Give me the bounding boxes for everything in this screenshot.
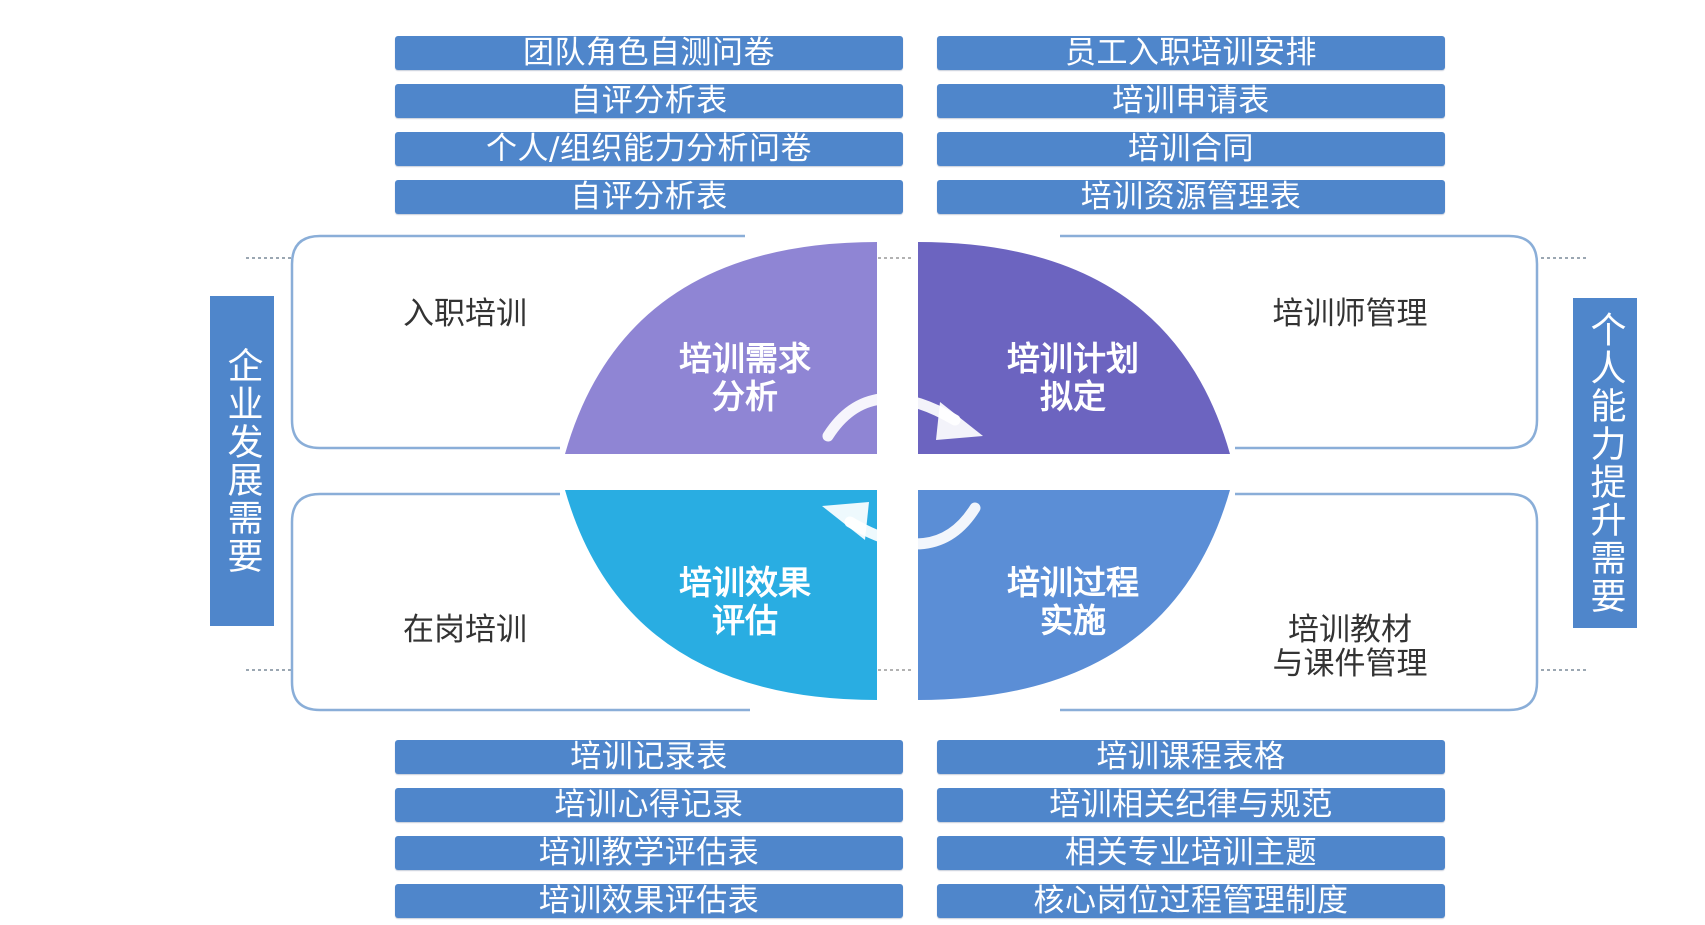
bottom-left-item-3: 培训教学评估表 — [395, 836, 903, 870]
quadrant-bottom-left-line2: 评估 — [712, 601, 778, 640]
bottom-left-item-2: 培训心得记录 — [395, 788, 903, 822]
bottom-right-item-4: 核心岗位过程管理制度 — [937, 884, 1445, 918]
quadrant-top-right — [918, 242, 1230, 454]
quadrant-top-left-line2: 分析 — [712, 377, 778, 416]
top-left-item-3: 个人/组织能力分析问卷 — [395, 132, 903, 166]
outer-label-bottom-right-line1: 培训教材 — [1288, 612, 1412, 648]
left-side-label: 企业发展需要 — [221, 347, 263, 575]
left-side-bar: 企业发展需要 — [210, 296, 274, 626]
outer-box-bottom-right — [1060, 492, 1539, 712]
quadrant-top-left-line1: 培训需求 — [679, 339, 811, 378]
quadrant-top-right-line1: 培训计划 — [1007, 339, 1139, 378]
outer-label-bottom-right-line2: 与课件管理 — [1272, 646, 1428, 682]
quadrant-top-left — [565, 242, 877, 454]
quadrant-bottom-right-line1: 培训过程 — [1007, 563, 1139, 602]
outer-box-top-right — [1060, 234, 1539, 450]
top-right-item-2: 培训申请表 — [937, 84, 1445, 118]
quadrant-bottom-right — [918, 490, 1230, 700]
left-connector — [246, 257, 292, 671]
top-right-item-3: 培训合同 — [937, 132, 1445, 166]
quadrant-bottom-right-line2: 实施 — [1040, 601, 1106, 640]
bottom-right-item-3: 相关专业培训主题 — [937, 836, 1445, 870]
top-right-item-1: 员工入职培训安排 — [937, 36, 1445, 70]
top-left-item-1: 团队角色自测问卷 — [395, 36, 903, 70]
quadrant-bottom-left — [565, 490, 877, 700]
right-side-label: 个人能力提升需要 — [1584, 311, 1626, 615]
quadrant-bottom-left-line1: 培训效果 — [679, 563, 811, 602]
top-left-item-2: 自评分析表 — [395, 84, 903, 118]
bottom-right-item-2: 培训相关纪律与规范 — [937, 788, 1445, 822]
right-connector — [1541, 257, 1589, 671]
bottom-left-item-1: 培训记录表 — [395, 740, 903, 774]
outer-box-bottom-left — [290, 492, 750, 712]
outer-label-bottom-left: 在岗培训 — [403, 612, 527, 648]
bottom-left-item-4: 培训效果评估表 — [395, 884, 903, 918]
bottom-right-item-1: 培训课程表格 — [937, 740, 1445, 774]
quadrant-top-right-line2: 拟定 — [1040, 377, 1106, 416]
outer-label-top-right: 培训师管理 — [1272, 296, 1428, 332]
cycle-arrow-top-head-icon — [936, 402, 983, 440]
top-right-item-4: 培训资源管理表 — [937, 180, 1445, 214]
cycle-arrow-bottom-icon — [844, 502, 981, 550]
cycle-arrow-bottom-head-icon — [822, 502, 869, 540]
top-left-item-4: 自评分析表 — [395, 180, 903, 214]
outer-box-top-left — [290, 234, 745, 450]
outer-label-top-left: 入职培训 — [403, 296, 527, 332]
right-side-bar: 个人能力提升需要 — [1573, 298, 1637, 628]
cycle-arrow-top-icon — [822, 393, 961, 442]
